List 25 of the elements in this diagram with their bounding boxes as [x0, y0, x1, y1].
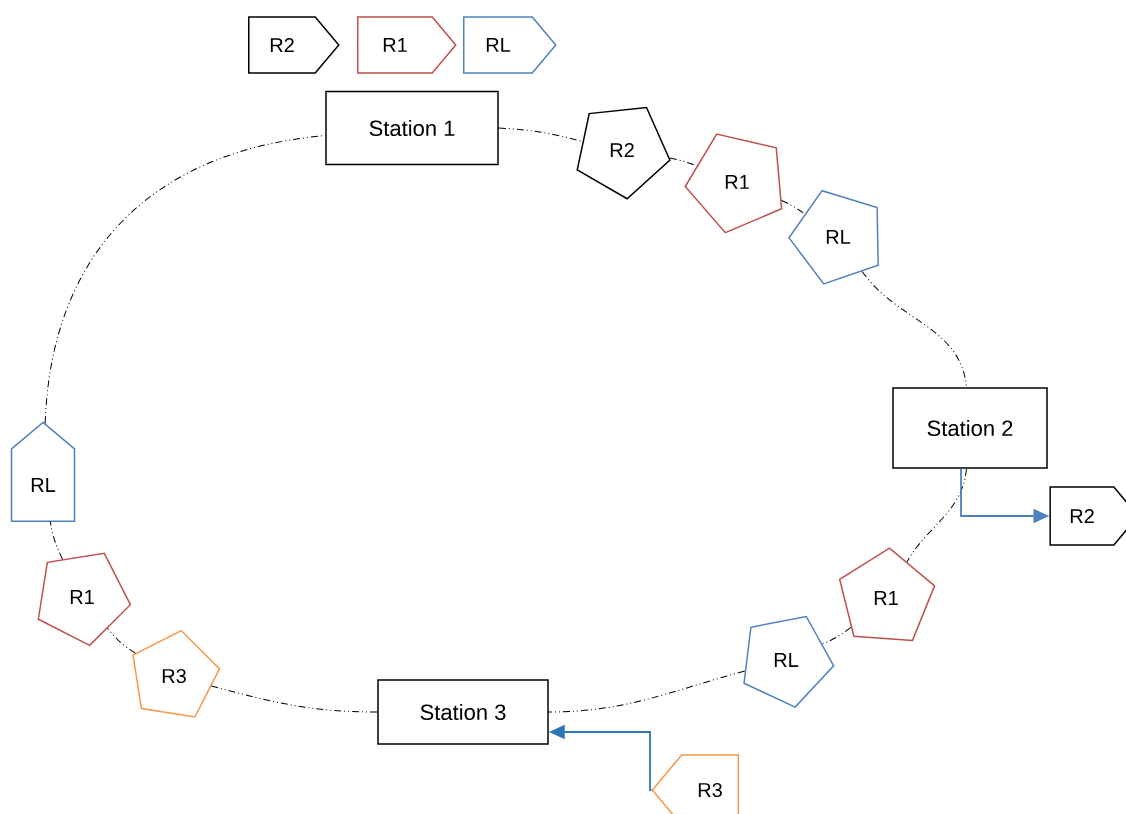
token-pentagon: R2: [248, 16, 340, 74]
station-box: Station 1: [325, 90, 499, 166]
token-pentagon: R1: [684, 133, 783, 234]
token-pentagon: R1: [838, 547, 936, 642]
ring-connector: [781, 200, 806, 215]
ring-connector: [44, 135, 326, 424]
station-box: Station 3: [377, 679, 549, 745]
station-box: Station 2: [892, 387, 1048, 469]
ring-connector: [821, 626, 852, 645]
ring-connector: [107, 627, 136, 654]
token-pentagon: RL: [788, 189, 879, 285]
token-pentagon: R1: [357, 16, 457, 74]
token-pentagon: R2: [1049, 486, 1126, 546]
token-pentagon: R2: [576, 106, 671, 200]
ring-connector: [906, 468, 967, 563]
ring-connector: [498, 127, 583, 143]
token-pentagon: R3: [132, 629, 221, 718]
token-pentagon: RL: [10, 421, 76, 522]
token-pentagon: RL: [463, 16, 557, 74]
ring-connector: [861, 270, 967, 388]
token-pentagon: R1: [37, 552, 132, 647]
ring-connector: [211, 685, 378, 713]
ring-connector: [548, 670, 746, 713]
ring-connector: [49, 521, 64, 560]
token-pentagon: R3: [651, 754, 740, 814]
